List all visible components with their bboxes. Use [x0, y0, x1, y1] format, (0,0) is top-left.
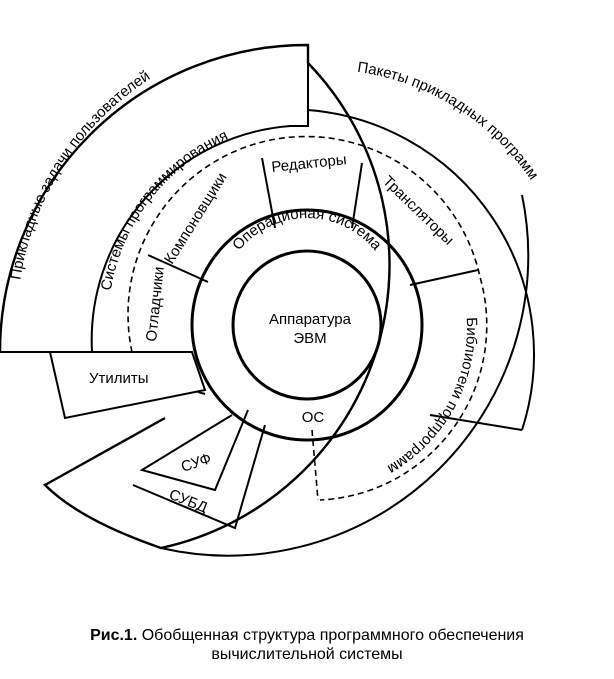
subd-wedge [132, 424, 266, 530]
utilities-label: Утилиты [89, 370, 149, 387]
figure-number: Рис.1. [90, 627, 138, 644]
translators-label: Трансляторы [379, 173, 457, 249]
suf-label: СУФ [179, 450, 214, 476]
software-structure-diagram: Аппаратура ЭВМ Операционая система ОС Ре… [0, 43, 542, 557]
editors-label: Редакторы [271, 151, 348, 176]
hardware-label-2: ЭВМ [293, 330, 326, 347]
os-inner-circle [231, 249, 383, 401]
caption-line-2: вычислительной системы [211, 646, 403, 663]
os-outer-circle [190, 208, 424, 442]
os-short-label: ОС [302, 409, 325, 426]
app-packages-ring [160, 60, 530, 557]
subd-label: СУБД [167, 486, 210, 517]
figure-caption: Рис.1. Обобщенная структура программного… [0, 626, 614, 664]
programming-systems-ring [90, 110, 309, 353]
app-packages-inner-edge [307, 109, 535, 431]
app-packages-label: Пакеты прикладных программ [356, 59, 541, 183]
debuggers-label: Отладчики [143, 266, 168, 343]
linkers-label: Компоновщики [161, 170, 231, 267]
utilities-box [48, 351, 207, 420]
caption-line-1: Рис.1. Обобщенная структура программного… [0, 626, 614, 645]
suf-wedge [139, 409, 249, 492]
os-full-label: Операционая система [229, 205, 385, 254]
libraries-boundary [311, 429, 319, 501]
caption-text-1: Обобщенная структура программного обеспе… [141, 627, 524, 644]
programming-systems-dashed-ring [127, 135, 488, 501]
hardware-label-1: Аппаратура [269, 311, 352, 328]
libraries-label: Библиотеки подпрограмм [384, 317, 480, 478]
